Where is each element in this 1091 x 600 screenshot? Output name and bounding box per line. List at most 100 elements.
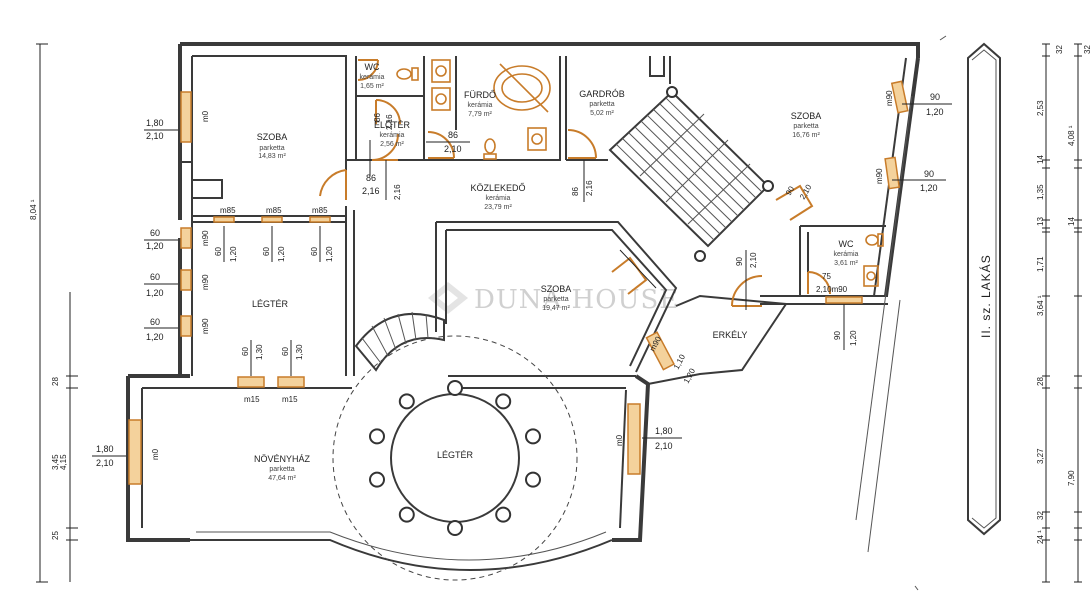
dim-3-45: 3,45 <box>51 454 60 470</box>
opening-code: m0 <box>615 434 624 446</box>
opening-height: 2,16 <box>393 184 402 200</box>
room-material: parketta <box>589 101 614 108</box>
opening-width: 60 <box>214 247 223 256</box>
window <box>825 296 863 304</box>
door-symbol <box>427 131 455 159</box>
stair-tread <box>634 126 733 223</box>
room-material: kerámia <box>468 102 493 109</box>
opening-width: 90 <box>833 331 842 340</box>
opening-height: 2,10 <box>444 144 462 154</box>
room-name-szoba-center: SZOBA <box>541 284 572 294</box>
dim-4-08: 4,08 ¹ <box>1067 125 1076 146</box>
window <box>180 269 192 291</box>
opening-height: 1,30 <box>295 344 304 360</box>
atrium-column <box>369 471 385 488</box>
room-name-novenyhaz: NÖVÉNYHÁZ <box>254 454 311 464</box>
opening-height: 1,20 <box>920 183 938 193</box>
window <box>128 419 142 485</box>
opening-code: m85 <box>312 206 328 215</box>
window <box>180 91 192 143</box>
opening-code: m85 <box>220 206 236 215</box>
opening-width: 90 <box>924 169 934 179</box>
opening-code: m0 <box>151 448 160 460</box>
neighbor-apartment: II. sz. LAKÁS <box>967 42 1001 536</box>
opening-height: 1,30 <box>255 344 264 360</box>
room-area: 47,64 m² <box>268 475 296 482</box>
opening-height: 2,10 <box>96 458 114 468</box>
watermark-logo-icon <box>428 282 468 314</box>
room-material: kerámia <box>486 195 511 202</box>
door-symbol <box>319 169 347 200</box>
dim-3-27: 3,27 <box>1036 448 1045 464</box>
opening-height: 2,16 <box>585 180 594 196</box>
walls <box>126 42 920 571</box>
opening-height: 1,20 <box>146 241 164 251</box>
opening-height: 2,16 <box>362 186 380 196</box>
opening-labels: 1,80 2,10 m0 60 1,20 m90 60 1,20 m90 60 … <box>92 90 952 468</box>
toilet-icon <box>865 233 884 247</box>
atrium-column <box>525 471 541 488</box>
opening-code: m90 <box>885 90 894 106</box>
opening-code: m15 <box>282 395 298 404</box>
opening-height: 1,20 <box>277 246 286 262</box>
opening-height: 1,20 <box>849 330 858 346</box>
opening-width: 60 <box>150 228 160 238</box>
room-area: 3,61 m² <box>834 260 858 267</box>
room-name-furdo: FÜRDŐ <box>464 90 496 100</box>
dimension-left: 8,04 ¹ 4,15 3,45 28 25 <box>29 43 78 583</box>
opening-code: m90 <box>201 274 210 290</box>
staircase <box>608 86 774 262</box>
stair-tread <box>615 143 715 241</box>
stair-tread <box>622 138 721 235</box>
room-area: 5,02 m² <box>590 110 614 117</box>
stair-tread <box>640 120 739 217</box>
sink-icon <box>431 87 451 111</box>
bathtub-icon <box>493 63 551 113</box>
atrium-column <box>447 380 463 396</box>
opening-code: m85 <box>266 206 282 215</box>
window <box>309 216 331 223</box>
opening-width: 60 <box>150 317 160 327</box>
debris-marks <box>914 35 947 591</box>
window <box>180 315 192 337</box>
dim-13: 13 <box>1036 217 1045 226</box>
dim-14: 14 <box>1036 155 1045 164</box>
room-material: parketta <box>269 466 294 473</box>
window <box>627 403 641 475</box>
opening-height: 2,10 <box>655 441 673 451</box>
toilet-icon <box>483 138 497 160</box>
door-symbol <box>375 99 401 125</box>
dim-32: 32 <box>1055 45 1064 54</box>
dim-24: 24 ¹ <box>1036 530 1045 544</box>
room-material: kerámia <box>380 132 405 139</box>
room-material: parketta <box>259 145 284 152</box>
door-symbol <box>731 275 763 307</box>
dim-7-90: 7,90 <box>1067 470 1076 486</box>
dim-1-35: 1,35 <box>1036 184 1045 200</box>
window <box>645 331 675 371</box>
stair-post <box>666 86 678 98</box>
room-name-legter-circle: LÉGTÉR <box>437 450 474 460</box>
stair-tread <box>665 97 763 193</box>
atrium-column <box>447 520 463 536</box>
neighbor-apartment-label: II. sz. LAKÁS <box>978 254 993 338</box>
room-name-szoba-right: SZOBA <box>791 111 822 121</box>
dim-2-53: 2,53 <box>1036 100 1045 116</box>
room-name-erkely: ERKÉLY <box>713 330 748 340</box>
opening-code: 2,10m90 <box>816 285 848 294</box>
room-area: 1,65 m² <box>360 83 384 90</box>
opening-width: 75 <box>822 272 831 281</box>
bathroom-fixtures <box>396 59 884 287</box>
door-symbol <box>357 59 379 81</box>
opening-code: m90 <box>201 318 210 334</box>
window <box>213 216 235 223</box>
atrium-column <box>495 393 512 410</box>
window <box>261 216 283 223</box>
room-name-legter-left: LÉGTÉR <box>252 299 289 309</box>
dim-28: 28 <box>1036 377 1045 386</box>
room-name-wc-right: WC <box>839 239 854 249</box>
door-symbol <box>775 184 814 221</box>
circular-atrium <box>332 335 578 581</box>
opening-width: 1,80 <box>146 118 164 128</box>
opening-height: 1,20 <box>926 107 944 117</box>
